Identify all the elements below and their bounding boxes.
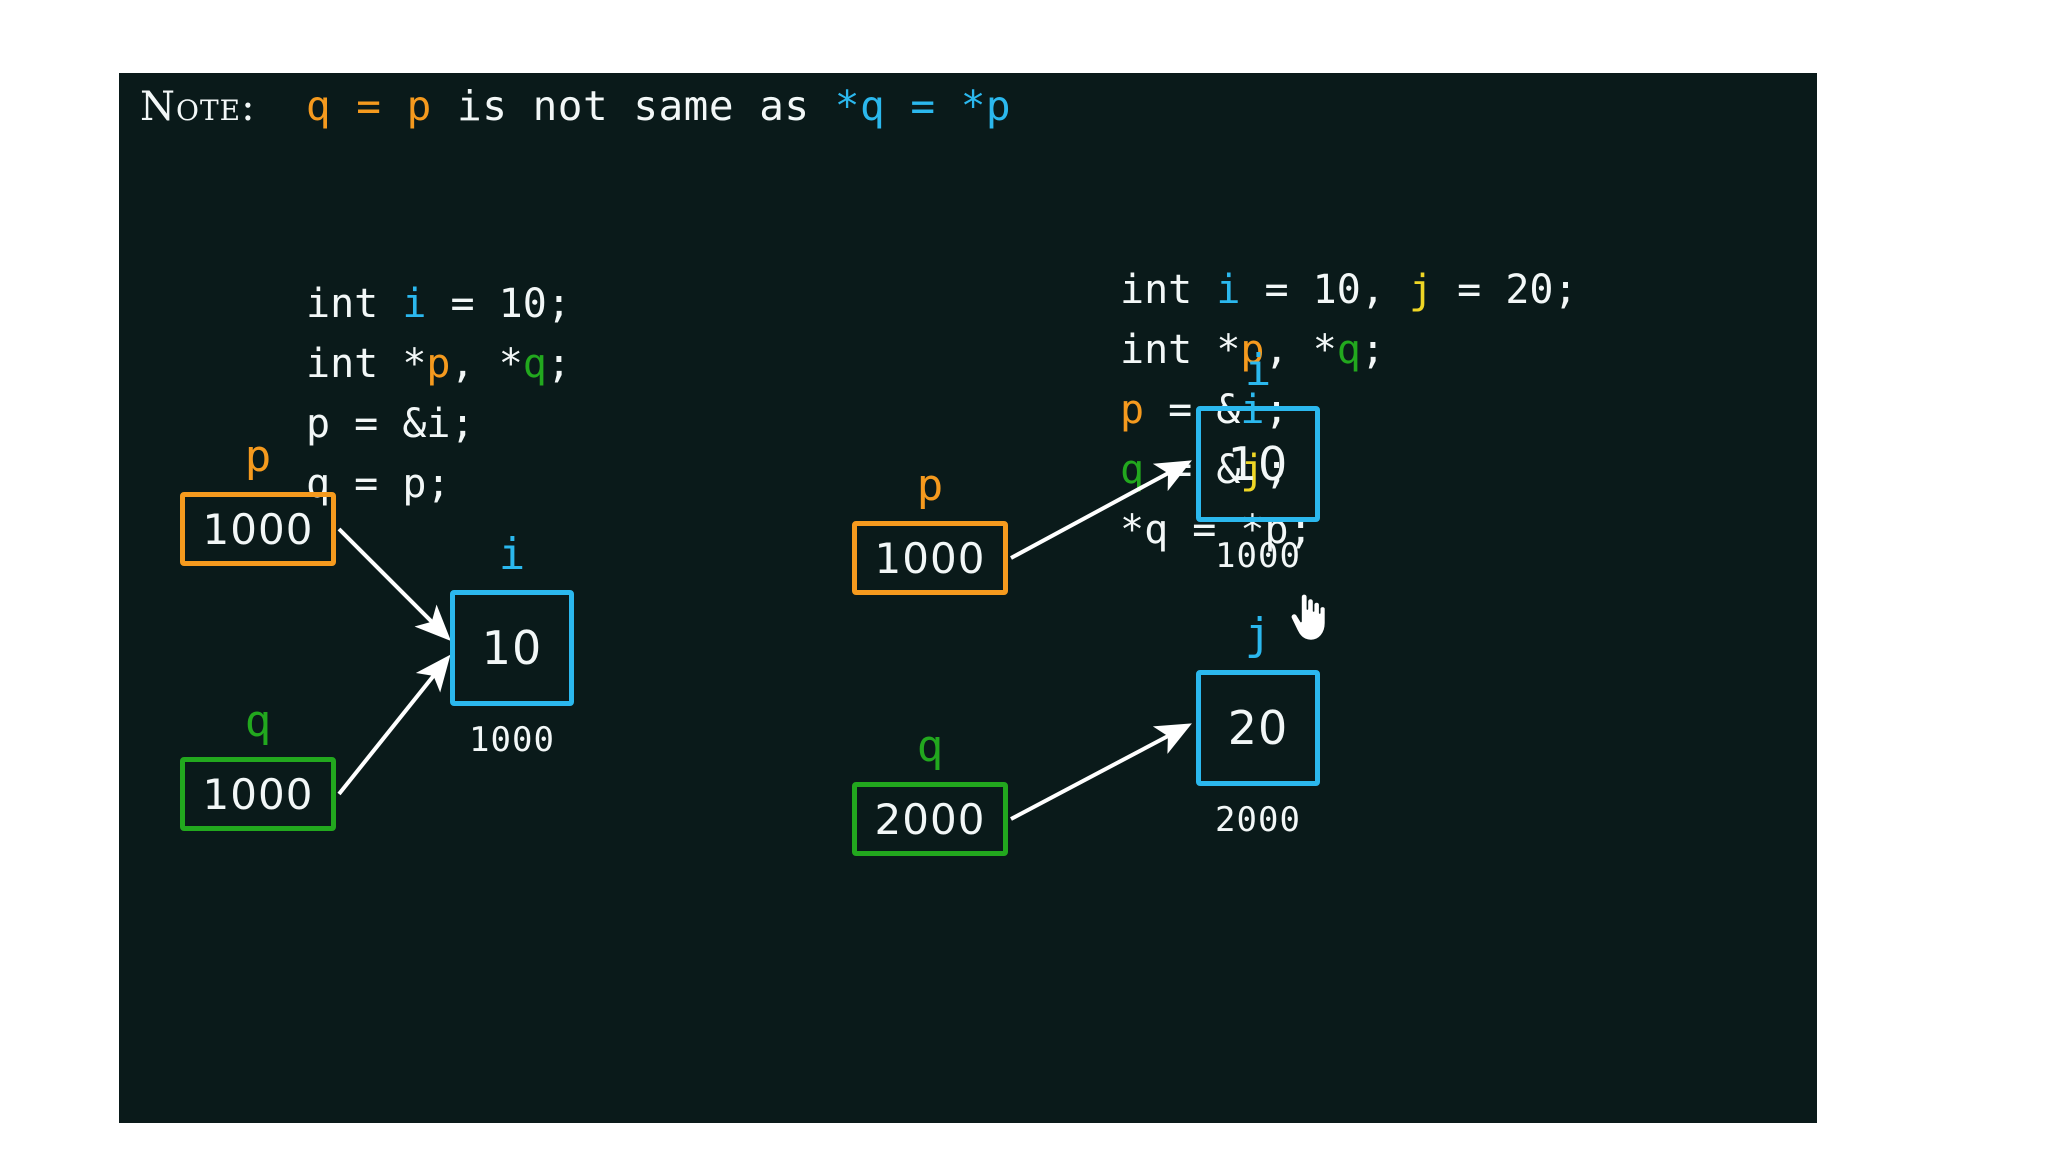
- right-l3-var-p: p: [1120, 387, 1145, 433]
- code-block-left: int i = 10; int *p, *q; p = &i; q = p;: [306, 274, 571, 514]
- right-code-line-2: int *p, *q;: [1120, 327, 1385, 373]
- right-var-label-p: p: [916, 460, 944, 511]
- left-l2-star1: *: [402, 341, 427, 387]
- note-lhs-expression: q = p: [305, 82, 432, 130]
- right-pointer-q-group: q 2000: [852, 724, 1008, 856]
- left-value-i-group: i 10 1000: [450, 532, 574, 760]
- right-l2-star2: *: [1312, 327, 1337, 373]
- note-rhs-expression: *q = *p: [834, 82, 1012, 130]
- right-l4-semi: ;: [1264, 447, 1289, 493]
- right-l2-semi: ;: [1360, 327, 1385, 373]
- left-l2-semi: ;: [546, 341, 571, 387]
- left-l2-var-q: q: [522, 341, 547, 387]
- arrow-left-p-to-i: [337, 527, 451, 641]
- right-l4-var-q: q: [1120, 447, 1145, 493]
- right-l1-keyword: int: [1120, 267, 1217, 313]
- right-value-i-group: i 10 1000: [1196, 348, 1320, 576]
- note-header: Note: q = p is not same as *q = *p: [140, 84, 1011, 130]
- right-l1-var-i: i: [1216, 267, 1241, 313]
- right-code-line-1: int i = 10, j = 20;: [1120, 267, 1578, 313]
- left-l2-var-p: p: [426, 341, 451, 387]
- right-l1-mid: = 10,: [1240, 267, 1409, 313]
- left-address-label-i: 1000: [469, 720, 555, 760]
- left-l2-comma: ,: [450, 341, 499, 387]
- left-code-line-3: p = &i;: [306, 401, 475, 447]
- right-value-box-i[interactable]: 10: [1196, 406, 1320, 522]
- right-l1-rest: = 20;: [1433, 267, 1578, 313]
- left-var-label-q: q: [244, 696, 272, 747]
- left-l2-star2: *: [498, 341, 523, 387]
- left-pointer-p-group: p 1000: [180, 434, 336, 566]
- left-value-box-i[interactable]: 10: [450, 590, 574, 706]
- right-address-label-j: 2000: [1215, 800, 1301, 840]
- left-var-label-i: i: [498, 529, 526, 580]
- left-l1-var-i: i: [402, 281, 427, 327]
- left-pointer-box-p[interactable]: 1000: [180, 492, 336, 566]
- arrow-right-q-to-j: [1010, 723, 1192, 821]
- left-l2-keyword: int: [306, 341, 403, 387]
- right-pointer-p-group: p 1000: [852, 463, 1008, 595]
- right-var-label-q: q: [916, 721, 944, 772]
- code-block-right: int i = 10, j = 20; int *p, *q; p = &i; …: [1120, 260, 1578, 560]
- right-value-j-group: j 20 2000: [1196, 612, 1320, 840]
- left-code-line-4: q = p;: [306, 461, 451, 507]
- left-code-line-2: int *p, *q;: [306, 341, 571, 387]
- right-l4-var-j: j: [1240, 447, 1265, 493]
- note-spacer: [256, 82, 306, 130]
- right-value-box-j[interactable]: 20: [1196, 670, 1320, 786]
- left-pointer-box-q[interactable]: 1000: [180, 757, 336, 831]
- right-l2-var-q: q: [1336, 327, 1361, 373]
- left-pointer-q-group: q 1000: [180, 699, 336, 831]
- left-code-line-1: int i = 10;: [306, 281, 571, 327]
- right-l2-comma: ,: [1264, 327, 1313, 373]
- note-middle-text: is not same as: [431, 82, 835, 130]
- right-var-label-i: i: [1244, 345, 1272, 396]
- right-l1-var-j: j: [1409, 267, 1434, 313]
- right-l2-star1: *: [1216, 327, 1241, 373]
- arrow-left-q-to-i: [337, 654, 451, 796]
- right-l2-keyword: int: [1120, 327, 1217, 373]
- left-var-label-p: p: [244, 431, 272, 482]
- pointing-hand-cursor: [1290, 593, 1327, 642]
- right-address-label-i: 1000: [1215, 536, 1301, 576]
- slide-panel: Note: q = p is not same as *q = *p int i…: [120, 74, 1816, 1122]
- arrow-layer: [337, 460, 1192, 821]
- note-label: Note:: [140, 84, 256, 130]
- left-l1-rest: = 10;: [426, 281, 571, 327]
- right-pointer-box-q[interactable]: 2000: [852, 782, 1008, 856]
- left-l1-keyword: int: [306, 281, 403, 327]
- right-pointer-box-p[interactable]: 1000: [852, 521, 1008, 595]
- right-l2-var-p: p: [1240, 327, 1265, 373]
- right-var-label-j: j: [1244, 609, 1272, 660]
